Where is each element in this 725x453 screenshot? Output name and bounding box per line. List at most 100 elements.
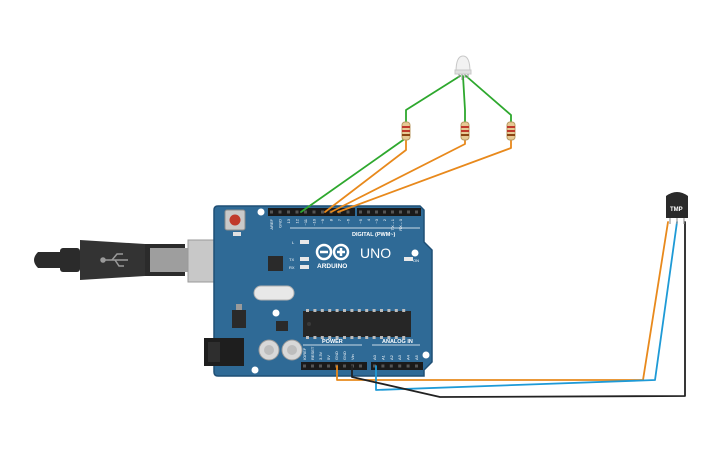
temperature-sensor[interactable]: TMP xyxy=(666,192,688,224)
mcu-pin xyxy=(328,336,332,339)
led-on xyxy=(404,257,413,261)
mcu-pin xyxy=(306,336,309,339)
digital-pin-label: ~3 xyxy=(374,218,379,223)
header-pin-hole[interactable] xyxy=(406,364,410,368)
usb-cable[interactable] xyxy=(34,240,188,280)
mount-hole xyxy=(251,366,259,374)
header-pin-hole[interactable] xyxy=(375,210,378,214)
rgb-led[interactable] xyxy=(454,55,472,80)
usb-icon xyxy=(100,253,128,267)
power-pin-label: 5V xyxy=(326,355,331,360)
digital-pin-label: 7 xyxy=(337,218,342,221)
mount-hole xyxy=(411,249,419,257)
digital-pin-label: ~9 xyxy=(320,218,325,223)
header-pin-hole[interactable] xyxy=(398,364,402,368)
digital-pin-label: 8 xyxy=(329,218,334,221)
wire-orange-pin11-resistor1[interactable] xyxy=(324,139,407,213)
mcu-pin xyxy=(394,309,398,312)
led-l xyxy=(300,240,309,244)
header-pin-hole[interactable] xyxy=(321,210,324,214)
led-tx xyxy=(300,257,309,261)
analog-pin-label: A5 xyxy=(414,354,419,360)
usb-chip xyxy=(268,256,283,271)
power-pin-label: RESET xyxy=(310,346,315,360)
led-on-label: ON xyxy=(413,258,419,263)
header-pin-hole[interactable] xyxy=(407,210,410,214)
wire-orange-5v-to-sensor[interactable] xyxy=(336,221,669,381)
power-header xyxy=(301,362,367,370)
mcu-pin xyxy=(335,336,339,339)
header-pin-hole[interactable] xyxy=(359,364,362,368)
header-pin-hole[interactable] xyxy=(278,210,282,214)
digital-header-right xyxy=(357,208,421,216)
header-pin-hole[interactable] xyxy=(303,364,306,368)
header-pin-hole[interactable] xyxy=(389,364,393,368)
header-pin-hole[interactable] xyxy=(415,364,418,368)
mcu-pin xyxy=(350,309,354,312)
mcu-pin xyxy=(320,309,324,312)
mount-hole xyxy=(257,208,265,216)
wire-black-gnd-to-sensor[interactable] xyxy=(351,221,686,398)
mcu-pin xyxy=(357,309,361,312)
header-pin-hole[interactable] xyxy=(383,210,386,214)
arduino-infinity-logo xyxy=(315,243,350,261)
header-pin-hole[interactable] xyxy=(391,210,394,214)
header-pin-hole[interactable] xyxy=(304,210,307,214)
header-pin-hole[interactable] xyxy=(415,210,418,214)
digital-pin-label: RX←0 xyxy=(398,218,403,231)
analog-pin-label: A0 xyxy=(372,354,377,360)
header-pin-hole[interactable] xyxy=(381,364,385,368)
header-pin-hole[interactable] xyxy=(295,210,299,214)
resistor-1[interactable] xyxy=(401,121,411,141)
led-l-label: L xyxy=(292,240,295,245)
mcu-pin xyxy=(372,309,376,312)
header-pin-hole[interactable] xyxy=(359,210,362,214)
mcu-pin xyxy=(365,336,369,339)
header-pin-hole[interactable] xyxy=(287,210,290,214)
mcu-pin xyxy=(387,336,391,339)
header-pin-hole[interactable] xyxy=(367,210,370,214)
led-rx xyxy=(300,265,309,269)
header-pin-hole[interactable] xyxy=(270,210,273,214)
header-pin-hole[interactable] xyxy=(346,210,350,214)
header-pin-hole[interactable] xyxy=(311,364,314,368)
analog-pin-label: A2 xyxy=(389,354,394,360)
wire-green-led-to-resistor2[interactable] xyxy=(462,75,466,126)
sensor-label: TMP xyxy=(670,207,683,213)
digital-pin-label: 12 xyxy=(295,218,300,223)
mcu-pin xyxy=(394,336,398,339)
arduino-uno-board[interactable]: L TX RX ON ARDUINO UNO xyxy=(204,205,433,377)
mcu-pin xyxy=(402,309,406,312)
resistor-3[interactable] xyxy=(506,121,516,141)
capacitor xyxy=(281,339,303,361)
wire-green-led-to-resistor3[interactable] xyxy=(465,75,512,126)
header-pin-hole[interactable] xyxy=(327,364,330,368)
header-pin-hole[interactable] xyxy=(319,364,322,368)
analog-header-label: ANALOG IN xyxy=(382,339,413,345)
wire-orange-pin10-resistor2[interactable] xyxy=(330,139,466,213)
led-rx-label: RX xyxy=(289,265,295,270)
regulator-tab xyxy=(236,304,242,310)
resistor-2[interactable] xyxy=(460,121,470,141)
power-pin-label: 3.3V xyxy=(318,351,323,360)
digital-pin-label: ~10 xyxy=(312,218,317,226)
mcu-pin xyxy=(306,309,309,312)
header-pin-hole[interactable] xyxy=(373,364,376,368)
header-pin-hole[interactable] xyxy=(312,210,316,214)
led-tx-label: TX xyxy=(289,257,294,262)
analog-pin-label: A4 xyxy=(406,354,411,360)
mcu-pin xyxy=(343,309,346,312)
wire-green-gnd-to-led[interactable] xyxy=(300,75,461,213)
mcu-pin xyxy=(357,336,361,339)
header-pin-hole[interactable] xyxy=(399,210,402,214)
wire-blue-a0-to-sensor[interactable] xyxy=(375,221,678,391)
power-pin-label: Vin xyxy=(350,354,355,360)
capacitor xyxy=(258,339,280,361)
analog-pin-label: A3 xyxy=(397,354,402,360)
reset-button[interactable] xyxy=(224,209,246,231)
mcu-pin xyxy=(387,309,391,312)
header-pin-hole[interactable] xyxy=(343,364,346,368)
mcu-pin xyxy=(328,309,332,312)
wire-orange-pin9-resistor3[interactable] xyxy=(337,139,512,213)
